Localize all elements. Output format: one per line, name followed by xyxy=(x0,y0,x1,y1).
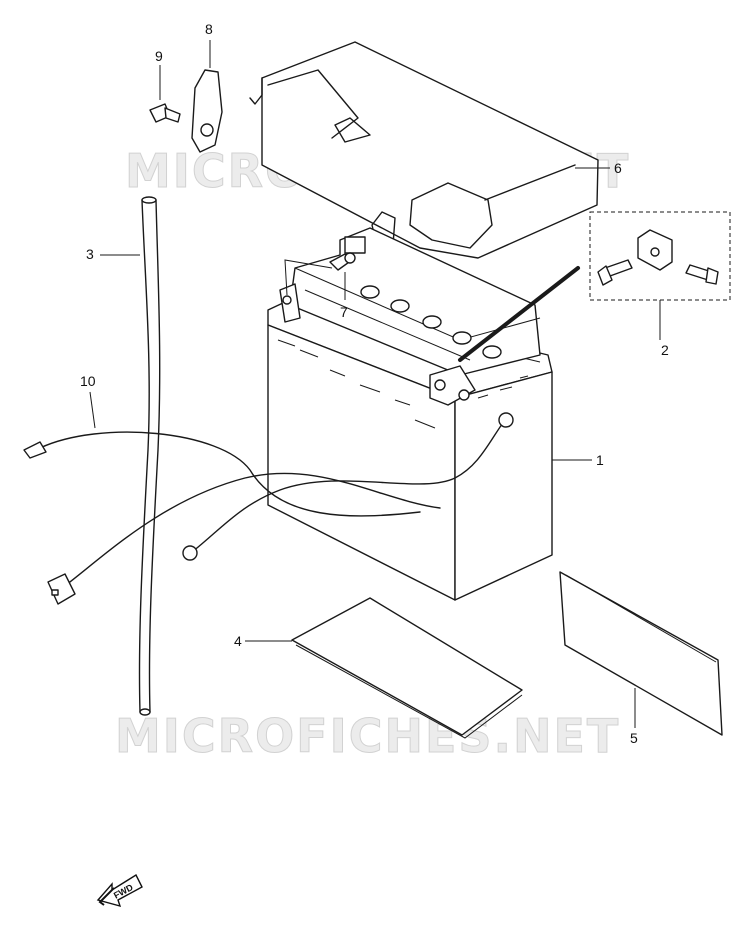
clamp-bolt-part xyxy=(149,65,181,123)
battery-sheet-part xyxy=(559,571,723,736)
battery-pad-part xyxy=(245,597,523,739)
callout-3: 3 xyxy=(86,246,94,262)
callout-1: 1 xyxy=(596,452,604,468)
callout-10: 10 xyxy=(80,373,96,389)
breather-hose-part xyxy=(100,196,161,716)
callout-6: 6 xyxy=(614,160,622,176)
callout-8: 8 xyxy=(205,21,213,37)
watermark-bottom: MICROFICHES.NET xyxy=(115,709,620,763)
battery-cell-caps xyxy=(360,285,502,359)
callout-4: 4 xyxy=(234,633,242,649)
cable-clamp-part xyxy=(191,40,223,153)
callout-7: 7 xyxy=(340,304,348,320)
battery-bolt-part xyxy=(329,252,356,300)
terminal-bolt-kit-part xyxy=(458,211,731,362)
fwd-arrow-icon: FWD xyxy=(96,873,143,908)
battery-part xyxy=(267,227,553,601)
battery-cover-part xyxy=(249,41,599,259)
callout-2: 2 xyxy=(661,342,669,358)
battery-cable xyxy=(182,412,514,561)
callout-5: 5 xyxy=(630,730,638,746)
lead-wire-part xyxy=(23,391,441,605)
callout-9: 9 xyxy=(155,48,163,64)
